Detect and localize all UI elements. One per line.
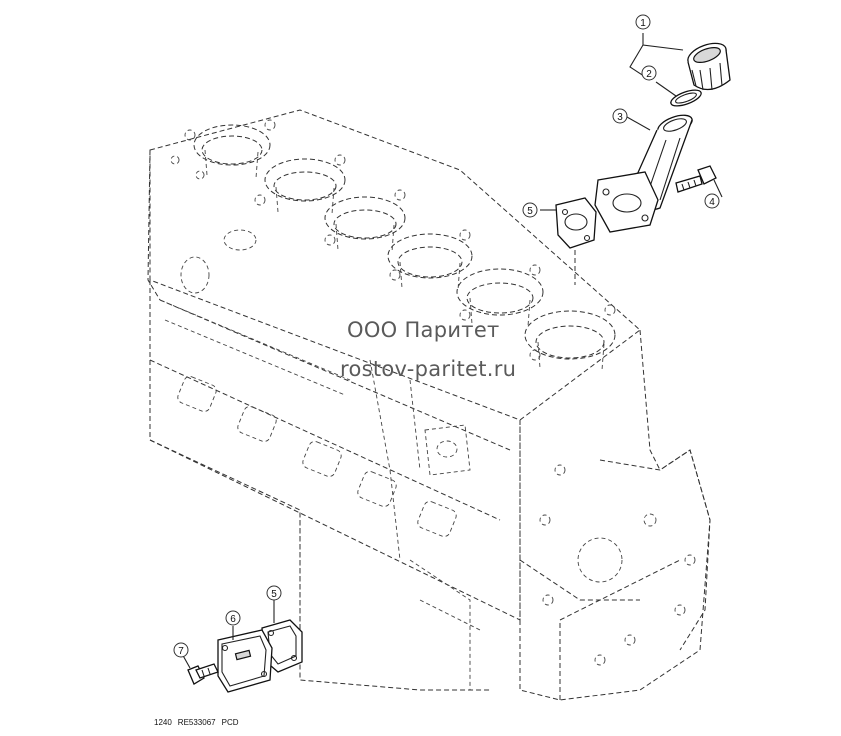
svg-text:5: 5 xyxy=(527,206,533,217)
svg-text:6: 6 xyxy=(230,614,236,625)
callout-6: 6 xyxy=(225,610,241,626)
filler-tube-part xyxy=(594,114,693,233)
svg-text:3: 3 xyxy=(617,112,623,123)
figure-number: 1240 xyxy=(154,718,172,727)
cover-plate-part xyxy=(217,629,273,693)
cap-screw-part xyxy=(187,663,219,685)
callout-1-leader xyxy=(629,33,684,81)
svg-text:7: 7 xyxy=(178,646,184,657)
callout-4: 4 xyxy=(704,193,720,209)
o-ring-part xyxy=(670,89,702,107)
svg-text:5: 5 xyxy=(271,589,277,600)
watermark-company: ООО Паритет xyxy=(347,318,500,342)
drawing-format: PCD xyxy=(221,718,239,727)
bolt-part xyxy=(675,165,717,193)
callout-5-upper: 5 xyxy=(522,202,538,218)
svg-text:1: 1 xyxy=(640,18,646,29)
callout-3-leader xyxy=(626,116,651,131)
callout-3: 3 xyxy=(612,108,628,124)
callout-7: 7 xyxy=(173,642,189,658)
drawing-footer: 1240 RE533067 PCD xyxy=(154,718,245,727)
svg-text:4: 4 xyxy=(709,197,715,208)
drawing-code: RE533067 xyxy=(177,718,216,727)
callout-5-lower: 5 xyxy=(266,585,282,601)
upper-gasket-part xyxy=(555,197,597,249)
callout-4-leader xyxy=(713,179,723,198)
filler-cap-part xyxy=(687,42,731,91)
svg-text:2: 2 xyxy=(646,69,652,80)
callout-2-leader xyxy=(655,81,677,97)
callout-1: 1 xyxy=(635,14,651,30)
callout-2: 2 xyxy=(641,65,657,81)
watermark-url: rostov-paritet.ru xyxy=(340,357,517,381)
